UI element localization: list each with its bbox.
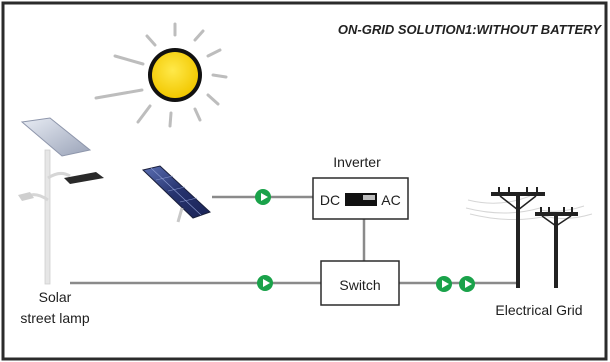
sun-icon bbox=[94, 22, 228, 128]
connector-icon bbox=[257, 275, 273, 291]
connector-icon bbox=[459, 276, 475, 292]
power-pole-icon bbox=[535, 207, 578, 288]
inverter-dc-label: DC bbox=[320, 192, 340, 208]
power-pole-icon bbox=[465, 187, 593, 288]
switch-label: Switch bbox=[339, 277, 380, 293]
solar-panel-icon bbox=[141, 165, 211, 223]
lamp-label-line1: Solar bbox=[39, 289, 72, 305]
diagram-title: ON-GRID SOLUTION1:WITHOUT BATTERY bbox=[338, 22, 602, 37]
inverter-ac-label: AC bbox=[381, 192, 400, 208]
connector-icon bbox=[255, 189, 271, 205]
connector-icon bbox=[436, 276, 452, 292]
inverter-label: Inverter bbox=[333, 154, 381, 170]
street-lamp-icon bbox=[18, 117, 104, 285]
switch-box: Switch bbox=[320, 260, 400, 306]
inverter-box: DC AC bbox=[312, 177, 409, 220]
grid-label: Electrical Grid bbox=[495, 302, 582, 318]
lamp-label-line2: street lamp bbox=[20, 310, 89, 326]
